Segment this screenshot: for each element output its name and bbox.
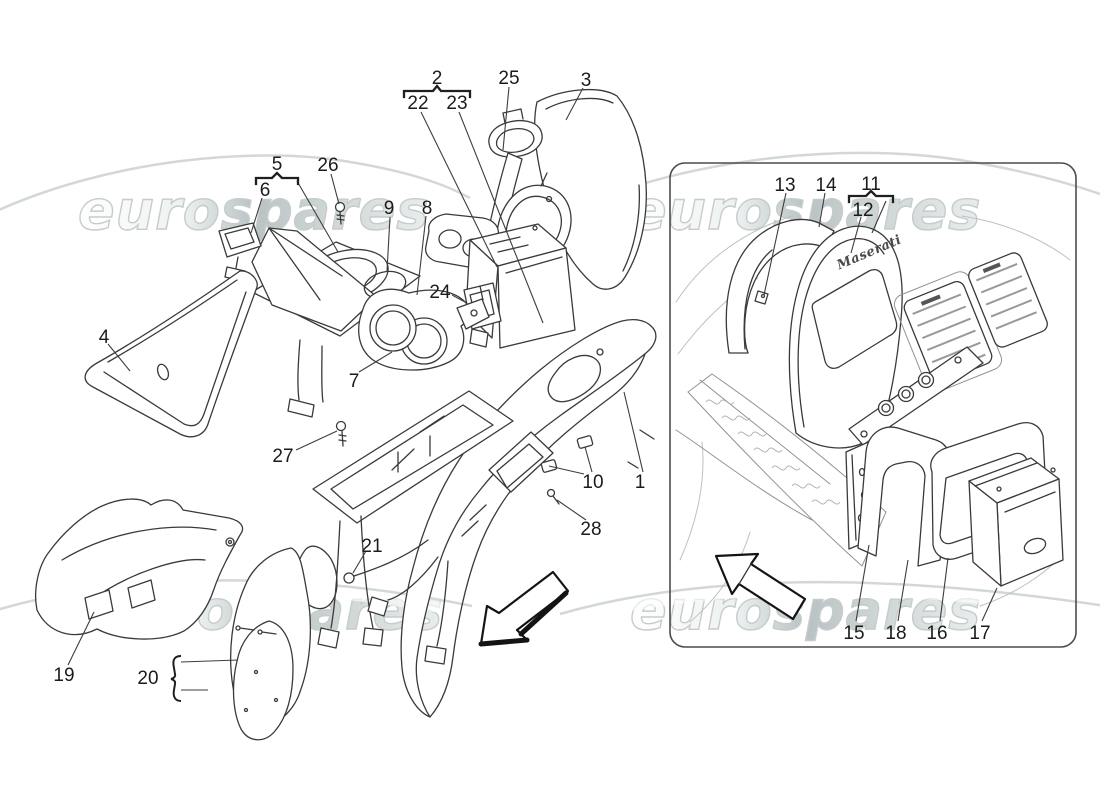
liner-part18 (857, 426, 952, 567)
leader-line-part-18 (897, 559, 909, 622)
leader-line-part-8 (416, 215, 427, 296)
ashtray-drawer-part17 (968, 457, 1064, 587)
clip-part13 (754, 290, 769, 305)
part-label-27: 27 (272, 446, 293, 467)
part-label-21: 21 (361, 536, 382, 557)
leader-line-part-16 (939, 557, 949, 622)
leader-line-part-20 (180, 659, 239, 663)
bracket-part5 (254, 171, 300, 186)
cupholder-part7 (358, 288, 490, 371)
leader-line-part-11 (871, 200, 887, 234)
part-label-4: 4 (99, 327, 110, 348)
part-label-24: 24 (429, 282, 451, 303)
dashboard-sketch (675, 215, 1071, 623)
part-label-14: 14 (815, 175, 837, 196)
part-label-26: 26 (317, 155, 338, 176)
screw-part28 (546, 488, 560, 505)
insulation-pads-part20 (229, 547, 312, 741)
screw-part26 (334, 201, 346, 225)
part-label-28: 28 (580, 519, 601, 540)
radio-button-strip (848, 346, 984, 446)
inset-panel: Maserati (669, 162, 1077, 648)
leader-line-part-15 (855, 544, 870, 622)
inset-box-border (669, 162, 1077, 648)
watermark-top-left: eurospares (0, 154, 473, 243)
leader-line-part-9 (386, 216, 391, 272)
part-label-22: 22 (407, 93, 428, 114)
part-label-11: 11 (861, 174, 881, 195)
leader-line-part-1 (623, 391, 644, 473)
screw-part27 (335, 420, 347, 447)
part-label-20: 20 (137, 668, 158, 689)
clips-part10 (540, 435, 594, 473)
leader-line-part-10 (548, 465, 585, 475)
leader-line-part-10 (584, 446, 593, 473)
part-label-5: 5 (272, 154, 283, 175)
part-label-8: 8 (422, 198, 433, 219)
leader-lines-layer (67, 86, 998, 691)
leader-line-part-22 (420, 111, 498, 268)
leader-line-part-27 (295, 430, 338, 451)
part-label-13: 13 (774, 175, 795, 196)
part-label-7: 7 (349, 371, 360, 392)
part-label-10: 10 (582, 472, 603, 493)
air-vent-right (968, 252, 1048, 348)
display-bezel-part11-12: Maserati (788, 225, 904, 449)
outer-arch-part14 (725, 218, 835, 354)
part-label-17: 17 (969, 623, 990, 644)
direction-arrow-main (478, 570, 570, 647)
leader-line-part-23 (458, 111, 544, 324)
leader-line-part-19 (67, 611, 95, 666)
leader-line-part-25 (502, 86, 510, 151)
part-label-19: 19 (53, 665, 74, 686)
leader-line-part-17 (981, 587, 998, 622)
wiring-harness-part21 (343, 539, 449, 665)
direction-arrow-inset (714, 552, 807, 621)
armrest-latch-part25 (488, 108, 543, 158)
part-label-25: 25 (498, 68, 519, 89)
carpet-part19 (34, 498, 244, 640)
leader-line-part-28 (556, 499, 587, 521)
brace-part20 (170, 655, 182, 702)
watermark-text: eurospares (78, 179, 429, 242)
part-label-23: 23 (446, 93, 467, 114)
leader-line-part-12 (850, 216, 862, 254)
leader-line-part-5 (296, 180, 339, 253)
watermark-bottom-right: eurospares (558, 578, 1100, 643)
bracket-part2 (402, 84, 472, 99)
leader-line-part-7 (358, 351, 393, 373)
part-label-15: 15 (843, 623, 864, 644)
part-label-12: 12 (852, 200, 873, 221)
leader-line-part-26 (330, 173, 340, 205)
part-label-1: 1 (635, 472, 646, 493)
part-label-16: 16 (926, 623, 947, 644)
leader-line-part-6 (250, 197, 263, 234)
part-label-2: 2 (432, 68, 443, 89)
leader-line-part-14 (818, 192, 826, 228)
center-console-part1 (400, 319, 657, 718)
group-brackets (170, 84, 895, 702)
part-label-6: 6 (260, 180, 271, 201)
shift-boot-assembly-part5 (251, 227, 421, 418)
leader-line-part-21 (352, 550, 367, 574)
leader-line-part-4 (107, 343, 131, 372)
part-label-3: 3 (581, 70, 592, 91)
leader-line-part-3 (565, 87, 584, 121)
console-frame-with-screws (295, 390, 514, 649)
leader-line-part-24 (451, 294, 466, 303)
leader-line-part-13 (763, 192, 787, 296)
part-label-9: 9 (384, 198, 395, 219)
side-trim-part4 (84, 270, 258, 438)
part-label-18: 18 (885, 623, 906, 644)
bracket-part11 (847, 189, 895, 204)
